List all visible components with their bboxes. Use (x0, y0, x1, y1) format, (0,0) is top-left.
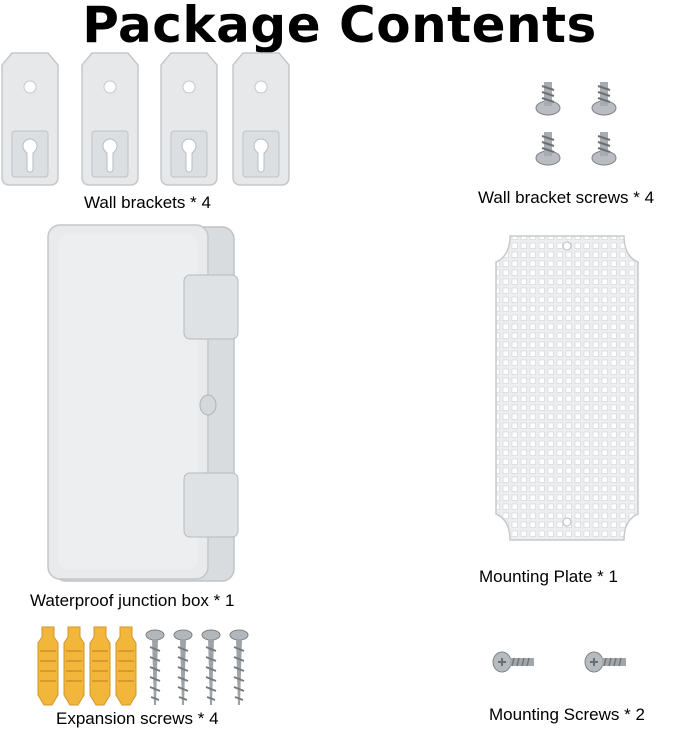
junction-box-image (47, 224, 239, 582)
junction-box-label: Waterproof junction box * 1 (30, 591, 235, 610)
mounting-screws-image (492, 651, 627, 673)
wall-bracket-screws-image (535, 81, 617, 166)
mounting-screws-label: Mounting Screws * 2 (489, 705, 645, 724)
wall-bracket-screws-label: Wall bracket screws * 4 (478, 188, 655, 207)
mounting-plate-label: Mounting Plate * 1 (479, 567, 618, 586)
wall-brackets-image (1, 52, 290, 186)
expansion-screws-image (37, 626, 249, 706)
mounting-plate-image (495, 235, 639, 541)
wall-brackets-label: Wall brackets * 4 (84, 193, 211, 212)
expansion-screws-label: Expansion screws * 4 (56, 709, 219, 728)
page-title: Package Contents (82, 0, 597, 54)
